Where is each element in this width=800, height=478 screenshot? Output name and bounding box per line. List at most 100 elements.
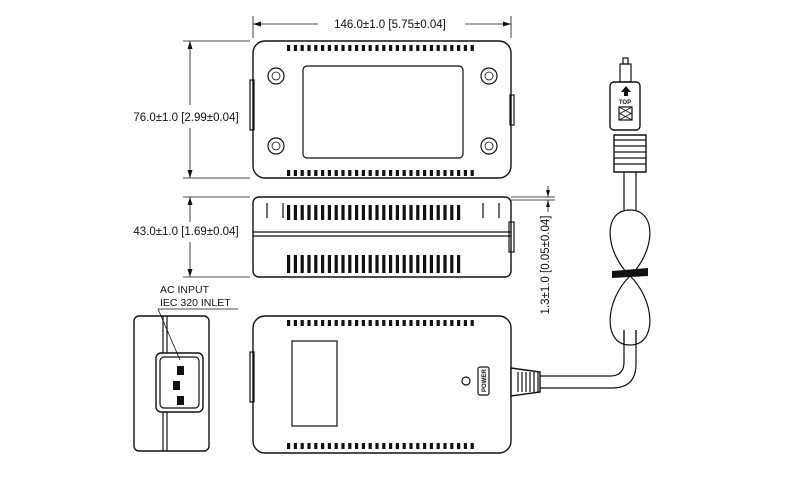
vent-slot — [470, 443, 474, 449]
vent-slot — [429, 443, 433, 449]
vent-slot — [436, 170, 440, 176]
vent-slot — [375, 170, 379, 176]
cable-dimension: 1.3±1.0 [0.05±0.04] — [511, 186, 555, 314]
vent-slot — [463, 320, 467, 326]
vent-slot — [395, 443, 399, 449]
vent-slot — [457, 443, 461, 449]
vent-slot — [375, 205, 379, 220]
vent-slot — [348, 170, 352, 176]
vent-slot — [368, 320, 372, 326]
vent-slot — [470, 320, 474, 326]
vent-slot — [382, 443, 386, 449]
vent-slot — [300, 170, 304, 176]
length-dimension-label: 146.0±1.0 [5.75±0.04] — [334, 19, 446, 31]
vent-slot — [293, 45, 297, 51]
vent-slot — [395, 170, 399, 176]
vent-slot — [327, 170, 331, 176]
vent-slot — [355, 443, 359, 449]
vent-slot — [389, 443, 393, 449]
vent-slot — [443, 255, 447, 273]
vent-slot — [341, 205, 345, 220]
vent-slot — [293, 170, 297, 176]
vent-slot — [389, 205, 393, 220]
vent-slot — [429, 45, 433, 51]
vent-slot — [389, 45, 393, 51]
vent-slot — [355, 255, 359, 273]
vent-slot — [429, 255, 433, 273]
vent-slot — [389, 255, 393, 273]
inlet-pin — [173, 381, 180, 390]
vent-slot — [361, 170, 365, 176]
screw-hole — [480, 137, 498, 155]
side-tab-right — [509, 94, 515, 126]
height-dimension-label: 43.0±1.0 [1.69±0.04] — [133, 226, 238, 238]
vent-slot — [314, 443, 318, 449]
vent-slot — [314, 170, 318, 176]
vent-slot — [443, 205, 447, 220]
vent-slot — [300, 45, 304, 51]
top-vents-upper — [287, 45, 474, 51]
vent-slot — [423, 255, 427, 273]
vent-slot — [321, 170, 325, 176]
vent-slot — [300, 205, 304, 220]
vent-slot — [395, 255, 399, 273]
power-led — [461, 376, 471, 386]
vent-slot — [287, 443, 291, 449]
vent-slot — [287, 170, 291, 176]
vent-slot — [361, 205, 365, 220]
vent-slot — [457, 255, 461, 273]
vent-slot — [409, 45, 413, 51]
vent-slot — [307, 45, 311, 51]
side-tab-left — [249, 351, 255, 403]
vent-slot — [314, 45, 318, 51]
vent-slot — [470, 45, 474, 51]
connector-grip — [618, 106, 633, 121]
bottom-vents-upper — [287, 320, 474, 326]
vent-slot — [355, 205, 359, 220]
vent-slot — [382, 170, 386, 176]
vent-slot — [355, 320, 359, 326]
vent-slot — [287, 320, 291, 326]
connector-pin-housing — [619, 63, 632, 83]
side-view-body — [252, 196, 512, 278]
vent-slot — [436, 255, 440, 273]
vent-slot — [395, 205, 399, 220]
vent-slot — [457, 45, 461, 51]
vent-slot — [450, 320, 454, 326]
vent-slot — [436, 443, 440, 449]
vent-slot — [450, 45, 454, 51]
vent-slot — [293, 255, 297, 273]
vent-slot — [395, 320, 399, 326]
vent-slot — [368, 205, 372, 220]
vent-slot — [287, 255, 291, 273]
vent-slot — [389, 170, 393, 176]
vent-slot — [416, 443, 420, 449]
vent-slot — [361, 320, 365, 326]
vent-slot — [321, 45, 325, 51]
vent-slot — [463, 170, 467, 176]
power-switch — [477, 366, 490, 396]
vent-slot — [348, 255, 352, 273]
vent-slot — [382, 205, 386, 220]
vent-slot — [368, 170, 372, 176]
vent-slot — [307, 443, 311, 449]
vent-slot — [409, 320, 413, 326]
side-tab-left — [249, 79, 255, 131]
output-cable — [510, 170, 651, 397]
vent-slot — [334, 443, 338, 449]
bottom-view: POWER — [249, 315, 512, 454]
vent-slot — [450, 443, 454, 449]
vent-slot — [327, 320, 331, 326]
vent-slot — [293, 443, 297, 449]
vent-slot — [300, 255, 304, 273]
vent-slot — [348, 205, 352, 220]
vent-slot — [334, 170, 338, 176]
vent-slot — [416, 205, 420, 220]
screw-hole — [480, 67, 498, 85]
cable-dimension-label: 1.3±1.0 [0.05±0.04] — [540, 216, 552, 315]
length-dimension: 146.0±1.0 [5.75±0.04] — [252, 16, 512, 38]
vent-slot — [375, 320, 379, 326]
bottom-vents-lower — [287, 443, 474, 449]
vent-slot — [327, 205, 331, 220]
vent-slot — [334, 320, 338, 326]
